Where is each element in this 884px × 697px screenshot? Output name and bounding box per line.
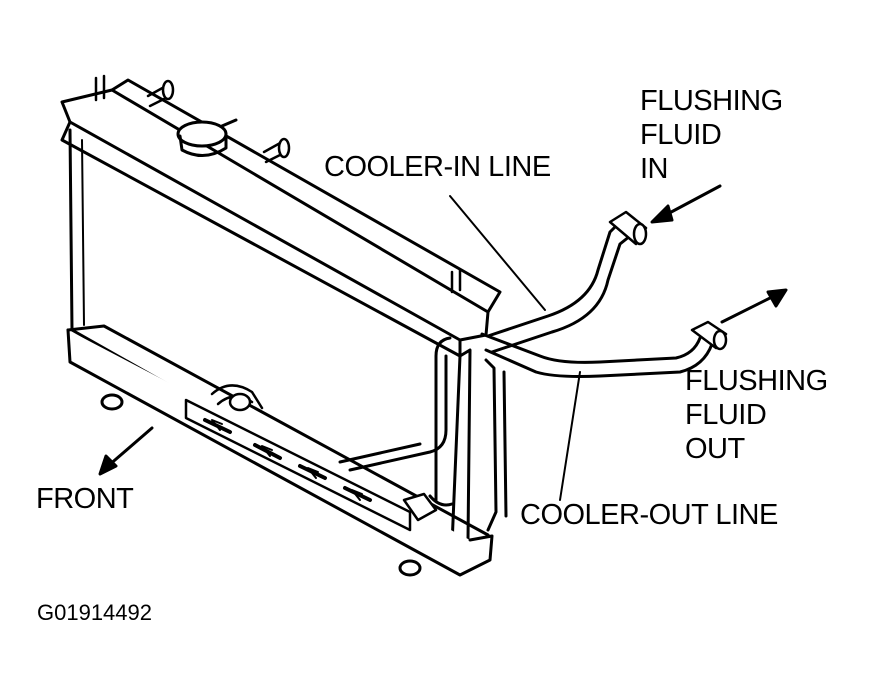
flushing-out-arrow (720, 288, 788, 324)
flushing-in-line-1: FLUSHING (640, 85, 783, 117)
flushing-in-line-3: IN (640, 153, 668, 185)
lower-hose-fitting (210, 384, 264, 412)
flushing-in-line-2: FLUID (640, 119, 722, 151)
flushing-fluid-out-label: FLUSHING FLUID OUT (685, 364, 828, 466)
pipe-clamps (402, 210, 728, 522)
cooler-in-line-label: COOLER-IN LINE (324, 151, 551, 183)
flushing-out-line-3: OUT (685, 433, 745, 465)
flushing-out-line-1: FLUSHING (685, 365, 828, 397)
radiator-top-tank (60, 78, 502, 358)
cooler-out-line-label: COOLER-OUT LINE (520, 499, 778, 531)
front-arrow (98, 426, 154, 476)
flushing-in-arrow (650, 184, 722, 224)
cooler-out-line-pipe (428, 332, 714, 532)
figure-code: G01914492 (37, 600, 152, 625)
radiator-cap (176, 118, 238, 157)
oil-cooler (184, 398, 412, 532)
cooler-in-line-pipe (338, 220, 632, 502)
tank-fittings (94, 74, 462, 294)
front-label: FRONT (36, 483, 134, 515)
leader-lines (449, 195, 581, 501)
flushing-fluid-in-label: FLUSHING FLUID IN (640, 84, 783, 186)
flushing-out-line-2: FLUID (685, 399, 767, 431)
